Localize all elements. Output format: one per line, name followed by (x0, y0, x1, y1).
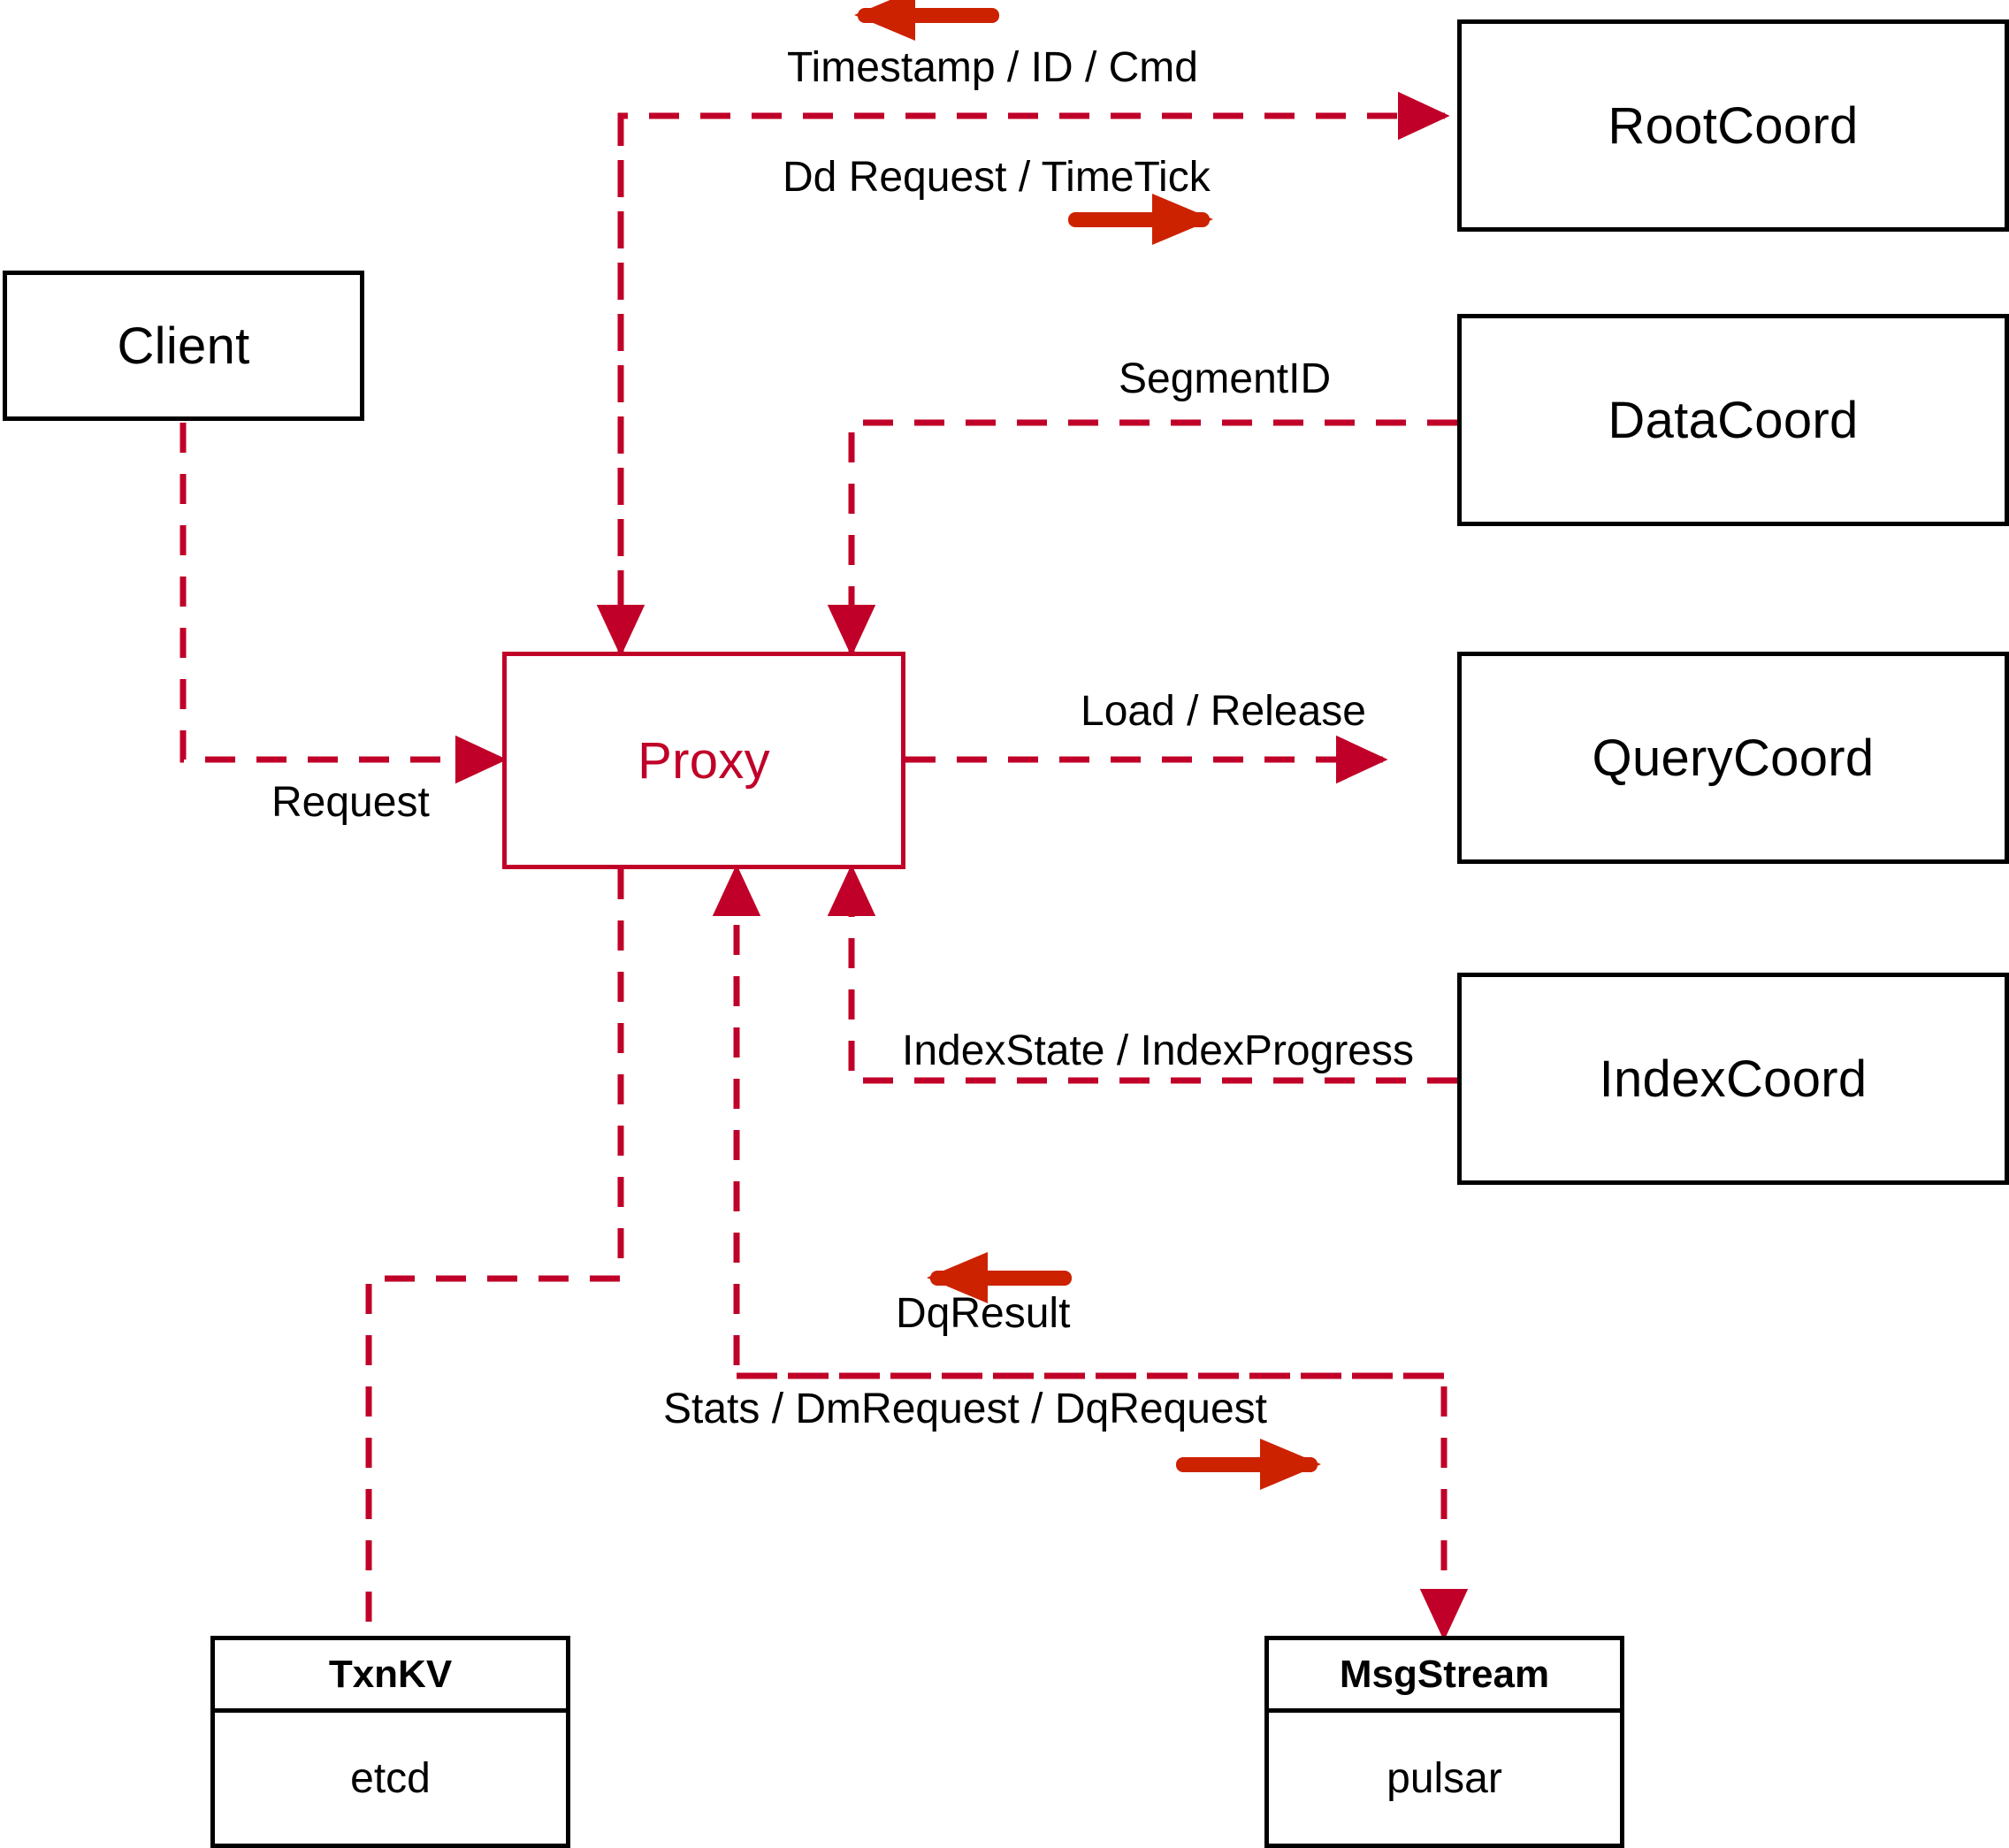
node-client-label: Client (117, 317, 250, 375)
edge-label-request: Request (271, 779, 430, 826)
store-txnkv-header: TxnKV (215, 1640, 566, 1713)
store-msgstream-body: pulsar (1269, 1713, 1620, 1844)
store-txnkv[interactable]: TxnKV etcd (210, 1636, 570, 1848)
store-txnkv-title: TxnKV (328, 1652, 453, 1696)
edge-label-dq-result: DqResult (896, 1290, 1071, 1337)
bold-arrow-left-timestamp (854, 0, 999, 41)
direction-arrow-group (854, 0, 1321, 1490)
wire-datacoord-to-proxy (827, 419, 1457, 657)
edge-label-stats-dm-dq: Stats / DmRequest / DqRequest (663, 1386, 1267, 1432)
store-msgstream-header: MsgStream (1269, 1640, 1620, 1713)
bold-arrow-right-ddrequest (1068, 194, 1213, 245)
node-client[interactable]: Client (3, 271, 364, 421)
edge-label-timestamp-id-cmd: Timestamp / ID / Cmd (787, 44, 1198, 91)
node-proxy-label: Proxy (638, 731, 770, 790)
node-indexcoord-label: IndexCoord (1599, 1050, 1868, 1108)
edge-label-segment-id: SegmentID (1119, 355, 1332, 402)
node-indexcoord[interactable]: IndexCoord (1457, 973, 2009, 1185)
store-txnkv-impl: etcd (350, 1754, 431, 1802)
node-querycoord[interactable]: QueryCoord (1457, 652, 2009, 864)
node-querycoord-label: QueryCoord (1592, 729, 1875, 787)
node-rootcoord[interactable]: RootCoord (1457, 19, 2009, 232)
wire-client-to-proxy (180, 423, 508, 784)
node-datacoord[interactable]: DataCoord (1457, 314, 2009, 526)
edge-label-load-release: Load / Release (1081, 688, 1366, 735)
wire-msgstream-to-proxy (712, 864, 1444, 1379)
wire-proxy-to-txnkv (365, 869, 624, 1636)
store-txnkv-body: etcd (215, 1713, 566, 1844)
store-msgstream-title: MsgStream (1339, 1652, 1550, 1696)
node-proxy[interactable]: Proxy (502, 652, 905, 869)
node-rootcoord-label: RootCoord (1608, 96, 1859, 155)
bold-arrow-right-stats (1176, 1439, 1321, 1490)
edge-label-dd-request-timetick: Dd Request / TimeTick (783, 154, 1211, 201)
node-datacoord-label: DataCoord (1608, 391, 1859, 449)
edge-label-index-state-progress: IndexState / IndexProgress (902, 1027, 1414, 1074)
store-msgstream[interactable]: MsgStream pulsar (1264, 1636, 1624, 1848)
store-msgstream-impl: pulsar (1386, 1754, 1502, 1802)
